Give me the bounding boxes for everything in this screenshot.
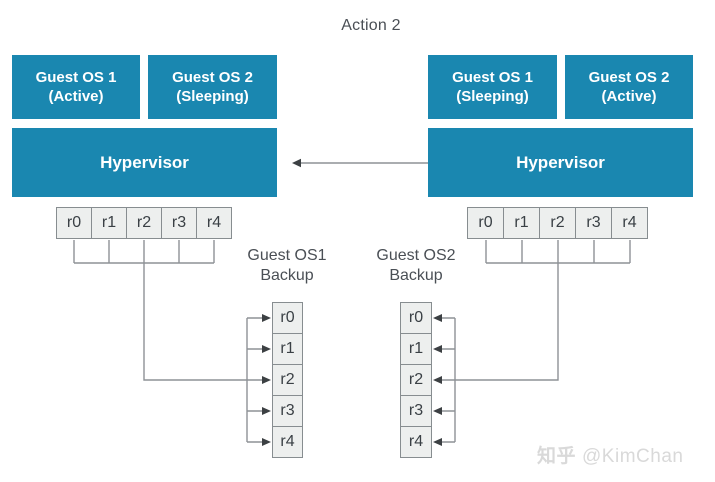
- left-register-row: r0 r1 r2 r3 r4: [56, 207, 232, 239]
- register-cell: r4: [196, 207, 232, 239]
- left-arrowhead-icon: [433, 345, 442, 353]
- backup-cell: r2: [272, 364, 303, 396]
- left-arrowhead-icon: [433, 438, 442, 446]
- left-guest-os1-box: Guest OS 1 (Active): [12, 55, 140, 119]
- right-guest-os2-state: (Active): [601, 88, 657, 105]
- right-arrowhead-icon: [262, 314, 271, 322]
- right-arrowhead-icon: [262, 438, 271, 446]
- right-guest-os1-name: Guest OS 1: [452, 68, 533, 86]
- left-arrowhead-icon: [433, 314, 442, 322]
- backup-os1-bus: [246, 317, 262, 443]
- backup-os2-label-line2: Backup: [389, 267, 443, 284]
- register-cell: r3: [575, 207, 612, 239]
- backup-cell: r0: [400, 302, 432, 334]
- left-hypervisor-label: Hypervisor: [100, 152, 189, 172]
- register-cell: r0: [467, 207, 504, 239]
- register-cell: r3: [161, 207, 197, 239]
- right-register-comb: [485, 240, 631, 264]
- right-arrowhead-icon: [262, 345, 271, 353]
- right-hypervisor-box: Hypervisor: [428, 128, 693, 197]
- watermark-handle: @KimChan: [582, 446, 684, 467]
- backup-os2-stack: r0 r1 r2 r3 r4: [400, 302, 432, 458]
- backup-cell: r1: [400, 333, 432, 365]
- register-cell: r4: [611, 207, 648, 239]
- backup-os1-label-line2: Backup: [260, 267, 314, 284]
- register-cell: r1: [91, 207, 127, 239]
- right-guest-os1-box: Guest OS 1 (Sleeping): [428, 55, 557, 119]
- backup-os1-label-line1: Guest OS1: [247, 247, 327, 264]
- right-guest-os2-name: Guest OS 2: [588, 68, 670, 86]
- right-guest-os1-state: (Sleeping): [456, 88, 529, 105]
- page-title: Action 2: [341, 17, 401, 34]
- register-cell: r0: [56, 207, 92, 239]
- left-hypervisor-box: Hypervisor: [12, 128, 277, 197]
- backup-cell: r1: [272, 333, 303, 365]
- right-arrowhead-icon: [262, 407, 271, 415]
- left-guest-os2-box: Guest OS 2 (Sleeping): [148, 55, 277, 119]
- backup-cell: r0: [272, 302, 303, 334]
- left-guest-os2-state: (Sleeping): [176, 88, 249, 105]
- left-guest-os1-state: (Active): [48, 88, 104, 105]
- backup-os2-label-line1: Guest OS2: [376, 247, 456, 264]
- backup-cell: r4: [400, 426, 432, 458]
- register-cell: r2: [126, 207, 162, 239]
- left-guest-os1-name: Guest OS 1: [35, 68, 117, 86]
- right-hypervisor-label: Hypervisor: [516, 152, 605, 172]
- backup-cell: r3: [272, 395, 303, 427]
- left-arrowhead-icon: [433, 407, 442, 415]
- backup-os1-label: Guest OS1 Backup: [231, 246, 343, 286]
- backup-os1-stack: r0 r1 r2 r3 r4: [272, 302, 303, 458]
- left-arrowhead-icon: [433, 376, 442, 384]
- backup-os2-bus: [442, 317, 456, 443]
- right-guest-os2-box: Guest OS 2 (Active): [565, 55, 693, 119]
- left-guest-os2-name: Guest OS 2: [172, 68, 253, 86]
- backup-cell: r2: [400, 364, 432, 396]
- watermark-brand: 知乎: [537, 446, 577, 467]
- backup-cell: r3: [400, 395, 432, 427]
- backup-cell: r4: [272, 426, 303, 458]
- register-cell: r2: [539, 207, 576, 239]
- watermark: 知乎@KimChan: [537, 441, 683, 468]
- right-arrowhead-icon: [262, 376, 271, 384]
- register-cell: r1: [503, 207, 540, 239]
- left-arrowhead-icon: [292, 158, 301, 168]
- right-register-row: r0 r1 r2 r3 r4: [467, 207, 648, 239]
- left-register-comb: [73, 240, 215, 264]
- backup-os2-label: Guest OS2 Backup: [360, 246, 472, 286]
